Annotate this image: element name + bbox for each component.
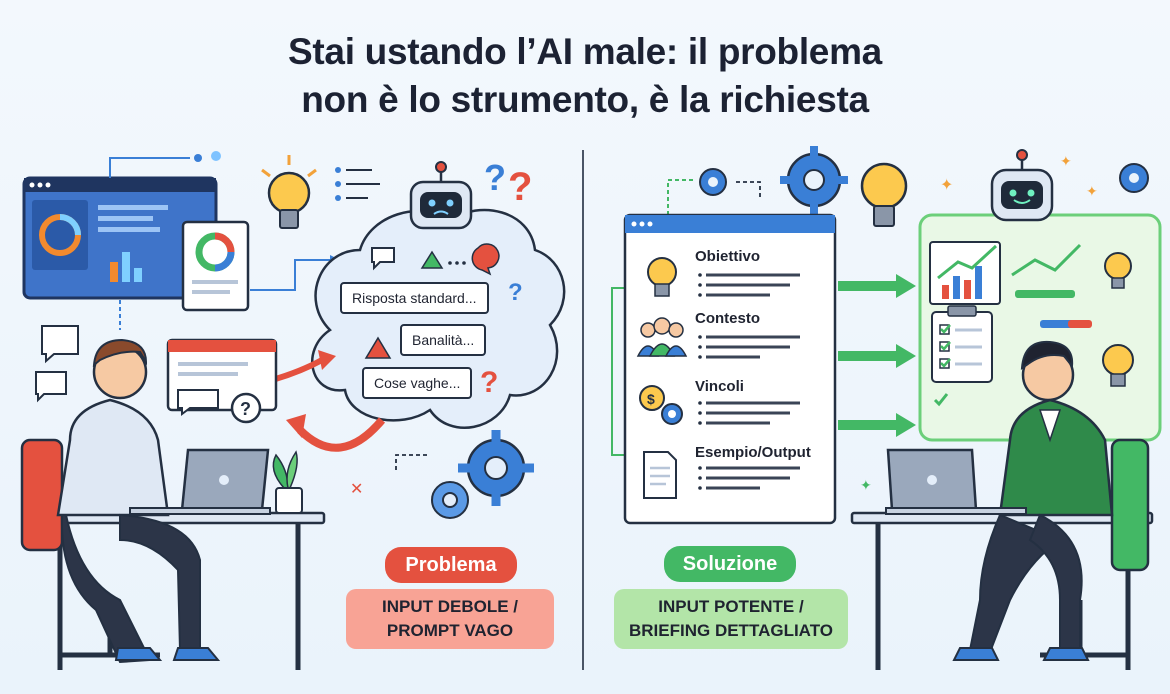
- center-divider: [582, 150, 584, 670]
- solution-illustration: ✦ ✦ ✦: [611, 146, 1162, 670]
- lightbulb-icon: [860, 162, 908, 227]
- svg-text:✦: ✦: [1086, 184, 1098, 200]
- svg-text:✕: ✕: [350, 481, 363, 498]
- bubble-text: Risposta standard...: [352, 290, 477, 306]
- arrow-icon: [838, 344, 916, 368]
- chart-icon: [929, 241, 1001, 305]
- confident-person: [952, 340, 1114, 661]
- problem-illustration: ? ? ? ? ?: [20, 151, 566, 670]
- svg-text:$: $: [647, 391, 655, 407]
- gear-icon: [431, 481, 469, 519]
- robot-icon: [409, 161, 473, 230]
- title-line-1: Stai ustando l’AI male: il problema: [288, 31, 882, 72]
- gear-icon: [458, 430, 534, 506]
- brief-item-context: Contesto: [695, 310, 760, 327]
- question-mark-icon: ?: [484, 157, 506, 198]
- lightbulb-icon: [261, 155, 317, 229]
- lightbulb-icon: [647, 257, 677, 297]
- chart-card-icon: [181, 220, 250, 312]
- solution-box-line-1: INPUT POTENTE /: [658, 597, 804, 616]
- people-icon: [636, 317, 688, 357]
- svg-text:?: ?: [240, 399, 251, 419]
- laptop-icon: [129, 448, 271, 515]
- brief-item-objective: Obiettivo: [695, 248, 761, 265]
- arrow-icon: [838, 413, 916, 437]
- gear-icon: [1119, 163, 1149, 193]
- frustrated-person: [56, 338, 221, 664]
- title-line-2: non è lo strumento, è la richiesta: [301, 79, 869, 120]
- checklist-icon: [931, 305, 993, 383]
- brief-item-example-output: Esempio/Output: [695, 444, 811, 461]
- problem-box: INPUT DEBOLE / PROMPT VAGO: [346, 589, 554, 649]
- solution-box-line-2: BRIEFING DETTAGLIATO: [629, 621, 833, 640]
- lightbulb-icon: [1104, 252, 1132, 289]
- lightbulb-icon: [1102, 344, 1134, 387]
- question-mark-icon: ?: [508, 279, 523, 306]
- arrow-icon: [838, 274, 916, 298]
- solution-label: Soluzione: [664, 546, 796, 582]
- brief-item-constraints: Vincoli: [695, 378, 744, 395]
- question-mark-icon: ?: [508, 165, 532, 209]
- bubble-text: Cose vaghe...: [374, 375, 461, 391]
- arrow-icon: [286, 414, 306, 438]
- dashboard-icon: [22, 176, 218, 300]
- problem-label: Problema: [385, 547, 517, 583]
- gear-icon: [699, 168, 727, 196]
- svg-text:✦: ✦: [860, 478, 872, 494]
- robot-icon: [990, 149, 1054, 222]
- page-title: Stai ustando l’AI male: il problema non …: [0, 28, 1170, 124]
- solution-box: INPUT POTENTE / BRIEFING DETTAGLIATO: [614, 589, 848, 649]
- document-icon: [643, 451, 677, 499]
- arrow-icon: [318, 350, 336, 370]
- bubble-vague-things: Cose vaghe...: [362, 367, 473, 399]
- question-mark-icon: ?: [480, 366, 498, 399]
- browser-window-icon: ?: [166, 338, 278, 424]
- plant-icon: [272, 450, 303, 514]
- bubble-text: Banalità...: [412, 332, 475, 348]
- laptop-icon: [885, 448, 1027, 515]
- gear-icon: [780, 146, 848, 214]
- briefing-document: $: [623, 213, 837, 525]
- problem-box-line-1: INPUT DEBOLE /: [381, 597, 518, 616]
- svg-text:✦: ✦: [940, 175, 953, 194]
- bubble-standard-answer: Risposta standard...: [340, 282, 489, 314]
- coins-icon: $: [639, 385, 683, 425]
- problem-box-line-2: PROMPT VAGO: [386, 621, 514, 640]
- bubble-banality: Banalità...: [400, 324, 487, 356]
- svg-text:✦: ✦: [1060, 154, 1072, 170]
